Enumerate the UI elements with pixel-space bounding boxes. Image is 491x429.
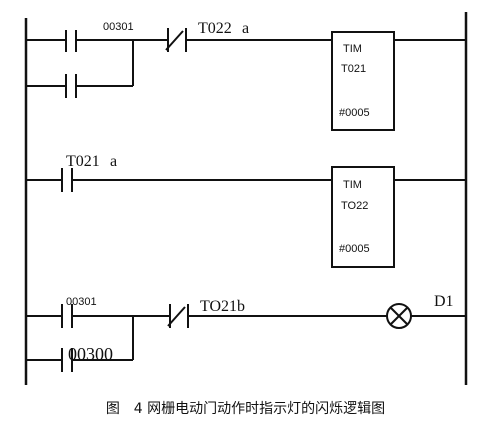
no-contact-00300-symbol — [61, 348, 73, 372]
no-contact-parallel-symbol — [65, 74, 77, 98]
contact-label-00300: 00300 — [68, 344, 113, 364]
output-label-d1: D1 — [434, 293, 454, 310]
timer-name-label: TO22 — [341, 200, 368, 212]
contact-label-t022: T022 — [198, 20, 232, 37]
nc-contact-to21b-symbol — [167, 304, 189, 328]
rung-3: 00301 00300 TO21b D1 — [26, 293, 466, 372]
lamp-d1-icon — [386, 303, 412, 329]
nc-contact-t022-symbol — [165, 28, 187, 52]
timer-name-label: T021 — [341, 63, 366, 75]
no-contact-00301-symbol — [61, 304, 73, 328]
figure-caption: 图 4 网栅电动门动作时指示灯的闪烁逻辑图 — [105, 401, 386, 417]
timer-box-t021 — [331, 31, 395, 131]
contact-label-00301: 00301 — [66, 296, 97, 308]
timer-const-label: #0005 — [339, 243, 370, 255]
contact-suffix-t021: a — [110, 153, 117, 170]
no-contact-00301-symbol — [65, 30, 77, 52]
timer-type-label: TIM — [343, 179, 362, 191]
contact-label-00301: 00301 — [103, 21, 134, 33]
ladder-diagram: 00301 T022 a TIM T021 #0005 — [24, 12, 468, 385]
rung-1: 00301 T022 a TIM T021 #0005 — [26, 20, 466, 131]
timer-type-label: TIM — [343, 43, 362, 55]
no-contact-t021-symbol — [61, 168, 73, 192]
contact-label-t021: T021 — [66, 153, 100, 170]
contact-suffix-t022: a — [242, 20, 249, 37]
timer-const-label: #0005 — [339, 107, 370, 119]
rung-2: T021 a TIM TO22 #0005 — [26, 153, 466, 268]
contact-label-to21b: TO21b — [200, 298, 245, 315]
timer-box-t022 — [331, 166, 395, 268]
